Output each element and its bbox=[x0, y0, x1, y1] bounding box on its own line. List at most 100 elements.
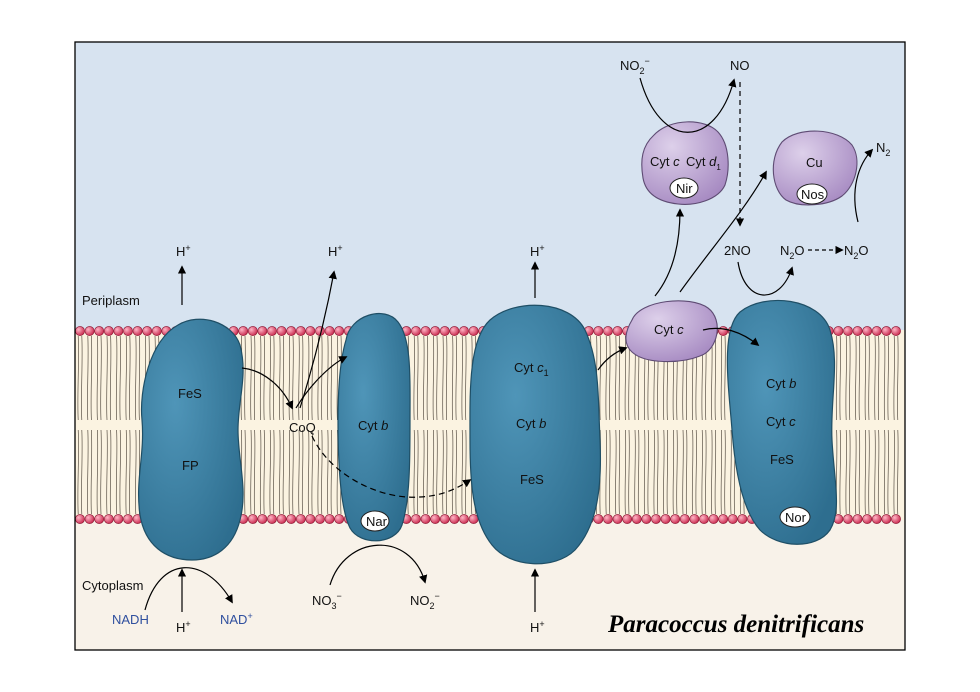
lipid-tail bbox=[244, 335, 246, 421]
lipid-tail bbox=[269, 335, 271, 421]
lipid-tail bbox=[125, 429, 127, 515]
cytc-to-nor-arrow bbox=[702, 327, 760, 347]
lipid-head bbox=[843, 514, 853, 524]
nos-label: Nos bbox=[801, 187, 825, 202]
lipid-tail bbox=[298, 429, 300, 515]
lipid-tail bbox=[855, 335, 857, 421]
lipid-head bbox=[439, 326, 450, 336]
nor-fes-label: FeS bbox=[770, 452, 794, 467]
lipid-tail bbox=[81, 335, 83, 421]
lipid-head bbox=[94, 514, 105, 524]
lipid-head bbox=[727, 514, 738, 524]
lipid-head bbox=[468, 326, 479, 336]
lipid-tail bbox=[672, 429, 675, 515]
h-plus-label: H+ bbox=[530, 619, 545, 635]
lipid-head bbox=[334, 514, 345, 524]
nor-cyt-c-label: Cyt c bbox=[766, 414, 796, 429]
lipid-tail bbox=[119, 335, 121, 421]
lipid-tail bbox=[845, 429, 847, 515]
lipid-tail bbox=[868, 429, 870, 515]
h-plus-label: H+ bbox=[328, 243, 343, 259]
lipid-tail bbox=[426, 335, 429, 421]
cytochrome-bc1-complex bbox=[469, 304, 602, 565]
lipid-head bbox=[103, 514, 114, 524]
nar-subunit-oval bbox=[360, 510, 390, 532]
lipid-head bbox=[631, 514, 642, 524]
lipid-tail bbox=[442, 335, 444, 421]
lipid-tail bbox=[259, 335, 262, 421]
lipid-tail bbox=[90, 429, 93, 515]
lipid-tail bbox=[599, 335, 601, 421]
lipid-tail bbox=[605, 335, 607, 421]
lipid-tail bbox=[282, 429, 285, 515]
lipid-head bbox=[862, 326, 873, 336]
nir-subunit-oval bbox=[669, 177, 699, 199]
lipid-tail bbox=[849, 429, 851, 515]
lipid-head bbox=[315, 514, 325, 524]
lipid-head bbox=[459, 514, 469, 524]
lipid-head bbox=[123, 326, 133, 336]
lipid-head bbox=[276, 326, 287, 336]
lipid-tail bbox=[845, 335, 847, 421]
lipid-tail bbox=[336, 335, 339, 421]
lipid-head bbox=[593, 514, 604, 524]
lipid-tail bbox=[263, 335, 265, 421]
lipid-tail bbox=[893, 429, 895, 515]
n2o-left-label: N2O bbox=[780, 243, 805, 261]
lipid-tail bbox=[135, 429, 137, 515]
lipid-head bbox=[871, 514, 882, 524]
lipid-head bbox=[603, 326, 613, 336]
lipid-head bbox=[305, 326, 316, 336]
lipid-tail bbox=[288, 429, 291, 515]
no2-to-no-arrow bbox=[639, 77, 737, 133]
lipid-tail bbox=[269, 429, 271, 515]
lipid-tail bbox=[897, 335, 899, 421]
lipid-tail bbox=[615, 429, 617, 515]
lipid-tail bbox=[100, 335, 102, 421]
periplasm-label: Periplasm bbox=[82, 293, 140, 308]
lipid-tail bbox=[81, 429, 83, 515]
lipid-head bbox=[295, 514, 306, 524]
lipid-tail bbox=[666, 429, 669, 515]
nir-complex bbox=[641, 121, 729, 205]
lipid-tail bbox=[321, 429, 323, 515]
lipid-tail bbox=[273, 429, 275, 515]
lipid-tail bbox=[657, 429, 659, 515]
nos-complex bbox=[772, 130, 858, 206]
bc1-cyt-c1-label: Cyt c1 bbox=[514, 360, 549, 378]
lipid-tail bbox=[445, 335, 448, 421]
lipid-head bbox=[881, 326, 892, 336]
no3-to-no2-arrow bbox=[329, 544, 428, 586]
lipid-tail bbox=[609, 335, 611, 421]
no2-bottom-label: NO2− bbox=[410, 591, 440, 611]
lipid-tail bbox=[259, 429, 262, 515]
lipid-head bbox=[75, 514, 85, 524]
lipid-tail bbox=[445, 429, 448, 515]
lipid-tail bbox=[432, 335, 435, 421]
lipid-tail bbox=[682, 429, 684, 515]
lipid-tail bbox=[874, 335, 876, 421]
nadh-label: NADH bbox=[112, 612, 149, 627]
lipid-tail bbox=[887, 429, 889, 515]
lipid-tail bbox=[874, 429, 876, 515]
lipid-tail bbox=[288, 335, 291, 421]
lipid-tail bbox=[106, 335, 108, 421]
lipid-tail bbox=[695, 429, 697, 515]
coq-label: CoQ bbox=[289, 420, 316, 435]
lipid-tail bbox=[858, 335, 861, 421]
complex-i-fp-label: FP bbox=[182, 458, 199, 473]
lipid-tail bbox=[330, 429, 333, 515]
lipid-head bbox=[689, 514, 700, 524]
lipid-head bbox=[430, 326, 441, 336]
lipid-tail bbox=[426, 429, 429, 515]
lipid-head bbox=[833, 326, 844, 336]
lipid-tail bbox=[413, 429, 415, 515]
lipid-tail bbox=[301, 335, 304, 421]
h-plus-label: H+ bbox=[176, 619, 191, 635]
lipid-tail bbox=[423, 335, 425, 421]
lipid-tail bbox=[868, 335, 870, 421]
lipid-head bbox=[257, 326, 268, 336]
lipid-tail bbox=[253, 335, 256, 421]
nor-label: Nor bbox=[785, 510, 807, 525]
